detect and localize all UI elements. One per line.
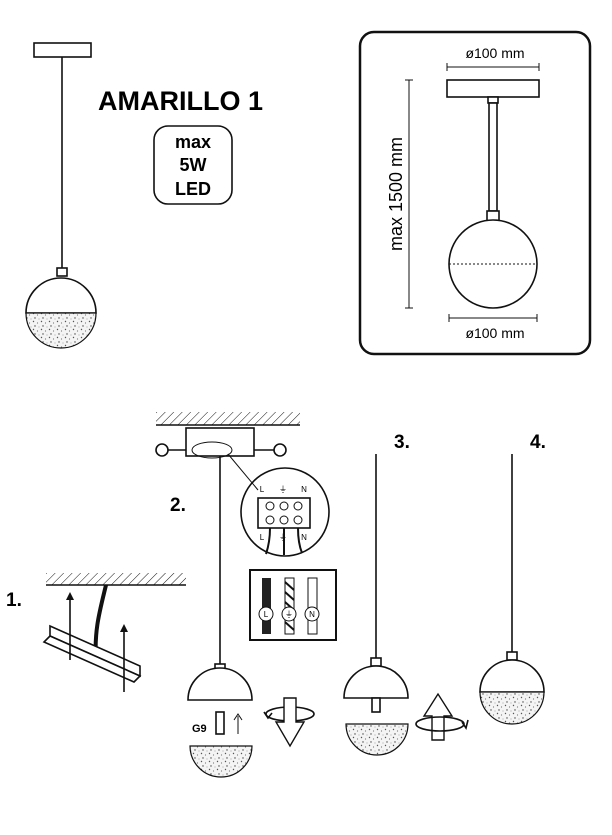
step-2-label: 2. bbox=[170, 495, 186, 516]
terminal-zoom-circle bbox=[240, 467, 330, 557]
dim-cable bbox=[488, 102, 498, 212]
step3-bulb bbox=[371, 697, 381, 713]
dimension-panel: ø100 mm max 1500 mm ø100 mm bbox=[358, 30, 592, 356]
wire-label-l: L bbox=[264, 610, 269, 619]
rotate-arrow-icon bbox=[415, 716, 469, 732]
spec-line-led: LED bbox=[175, 179, 211, 199]
screw-icon bbox=[254, 443, 287, 457]
step-1-label: 1. bbox=[6, 590, 22, 611]
up-arrow-icon bbox=[233, 713, 243, 734]
step-3-label: 3. bbox=[394, 432, 410, 453]
wire-label-n: N bbox=[309, 610, 315, 619]
mounting-bracket-side bbox=[42, 635, 142, 683]
wire-legend: L ⏚ N bbox=[249, 569, 337, 641]
terminal-block-zoom: L ⏚ N L ⏚ N bbox=[240, 467, 330, 557]
screw-icon bbox=[155, 443, 186, 457]
top-width-label: ø100 mm bbox=[465, 45, 524, 61]
dim-canopy bbox=[446, 79, 540, 98]
g9-bulb bbox=[215, 711, 225, 735]
step-4-lamp bbox=[479, 454, 545, 725]
dimension-panel-frame bbox=[358, 30, 592, 356]
screw-icon bbox=[66, 592, 74, 660]
ceiling-canopy bbox=[33, 42, 92, 58]
lamp-shade-top bbox=[25, 277, 97, 314]
bulb-label: G9 bbox=[192, 723, 207, 735]
step4-shade bbox=[479, 659, 545, 693]
step-2-lamp: G9 bbox=[187, 663, 315, 778]
step2-canopy bbox=[185, 427, 255, 457]
step2-shade bbox=[187, 667, 253, 701]
spec-line-max: max bbox=[175, 132, 211, 152]
step3-shade bbox=[343, 665, 409, 699]
step-3-lamp bbox=[343, 454, 469, 756]
spec-badge: max 5W LED bbox=[153, 125, 233, 205]
height-label: max 1500 mm bbox=[386, 137, 406, 251]
terminal-bottom-l: L bbox=[260, 533, 265, 542]
lamp-holder bbox=[56, 267, 68, 277]
zoom-pointer bbox=[227, 453, 259, 491]
terminal-top-n: N bbox=[301, 485, 307, 494]
bottom-width-label: ø100 mm bbox=[465, 325, 524, 341]
step2-crystal bbox=[189, 745, 253, 778]
spec-line-watt: 5W bbox=[180, 155, 207, 175]
lamp-crystal-bottom bbox=[25, 312, 97, 349]
step-4-label: 4. bbox=[530, 432, 546, 453]
step4-crystal bbox=[479, 691, 545, 725]
product-overview bbox=[25, 42, 97, 349]
dim-cable-collar bbox=[487, 96, 499, 104]
step3-crystal bbox=[345, 723, 409, 756]
terminal-top-l: L bbox=[260, 485, 265, 494]
step2-wire-zoom-left bbox=[191, 441, 233, 459]
terminal-top-ground: ⏚ bbox=[279, 485, 287, 494]
step1-ceiling-hatch bbox=[46, 573, 186, 585]
step2-ceiling-hatch bbox=[156, 412, 300, 425]
down-arrow-icon bbox=[274, 697, 306, 748]
step-2-ceiling bbox=[155, 412, 300, 668]
spec-badge-frame bbox=[153, 125, 233, 205]
screw-icon bbox=[120, 624, 128, 692]
step-1-bracket bbox=[42, 573, 186, 692]
terminal-bottom-n: N bbox=[301, 533, 307, 542]
product-title: AMARILLO 1 bbox=[98, 86, 263, 116]
ground-symbol-icon: ⏚ bbox=[285, 610, 293, 619]
